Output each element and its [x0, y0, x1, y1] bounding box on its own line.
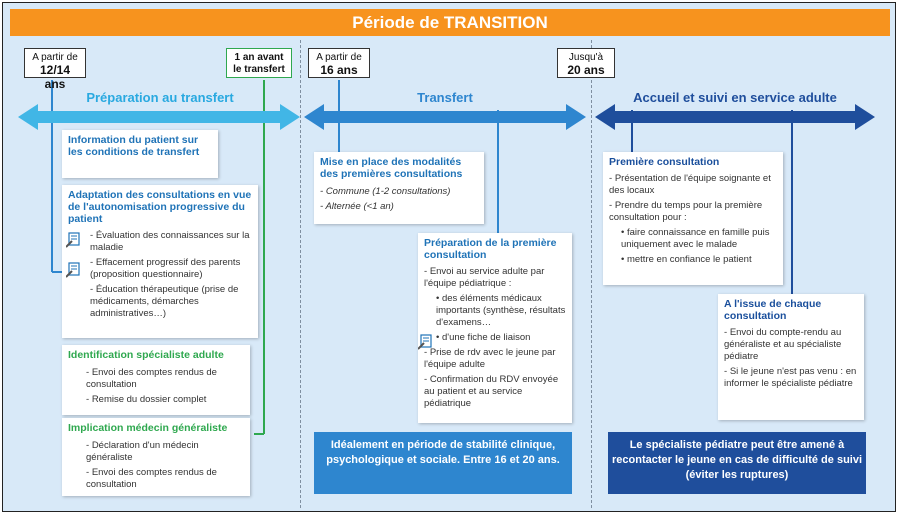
- list-item: ‑ Remise du dossier complet: [86, 394, 207, 405]
- separator-1: [300, 40, 301, 508]
- box-title: Première consultation: [609, 156, 720, 168]
- box-title: Identification spécialiste adulte: [68, 349, 224, 361]
- tag-age: 12/14 ans: [39, 63, 71, 91]
- list-item: ‑ Prendre du temps pour la première cons…: [609, 200, 763, 223]
- tag-line: le transfert: [233, 64, 285, 75]
- list-item: ‑ Commune (1-2 consultations): [320, 186, 451, 197]
- list-item: ‑ Envoi des comptes rendus de consultati…: [86, 467, 217, 490]
- preparation-consultation-box: Préparation de la première consultation …: [418, 233, 572, 423]
- document-pen-icon: [66, 262, 80, 278]
- document-pen-icon: [418, 334, 432, 350]
- arrow-accueil: [595, 104, 875, 130]
- item-text: faire connaissance en famille puis uniqu…: [621, 227, 770, 250]
- implication-box: Implication médecin généraliste ‑ Déclar…: [62, 418, 250, 496]
- list-item: ‑ Confirmation du RDV envoyée au patient…: [424, 374, 559, 409]
- premiere-consultation-box: Première consultation ‑ Présentation de …: [603, 152, 783, 285]
- box-title: Information du patient sur les condition…: [68, 134, 200, 158]
- list-item: • faire connaissance en famille puis uni…: [621, 227, 770, 250]
- list-item: ‑ Alternée (<1 an): [320, 201, 394, 212]
- list-item: ‑ Déclaration d'un médecin généraliste: [86, 440, 199, 463]
- mise-en-place-box: Mise en place des modalités des première…: [314, 152, 484, 224]
- tag-16-ans: A partir de 16 ans: [308, 48, 370, 78]
- tag-age: 20 ans: [567, 63, 605, 77]
- box-title: Préparation de la première consultation: [424, 237, 557, 261]
- item-text: Envoi des comptes rendus de consultation: [86, 367, 217, 390]
- item-text: Commune (1-2 consultations): [325, 186, 451, 197]
- tag-12-14-ans: A partir de 12/14 ans: [24, 48, 86, 90]
- item-text: Effacement progressif des parents (propo…: [90, 257, 241, 280]
- phase-label-preparation: Préparation au transfert: [86, 90, 234, 105]
- tag-line: A partir de: [316, 52, 362, 63]
- tag-line: 1 an avant: [234, 52, 284, 63]
- list-item: • mettre en confiance le patient: [621, 254, 752, 265]
- item-text: mettre en confiance le patient: [626, 254, 752, 265]
- item-text: Si le jeune n'est pas venu : en informer…: [724, 366, 857, 389]
- list-item: ‑ Si le jeune n'est pas venu : en inform…: [724, 366, 857, 389]
- list-item: • des éléments médicaux importants (synt…: [436, 293, 566, 328]
- list-item: ‑ Présentation de l'équipe soignante et …: [609, 173, 771, 196]
- rupture-note-box: Le spécialiste pédiatre peut être amené …: [608, 432, 866, 494]
- box-title: Mise en place des modalités des première…: [320, 156, 463, 180]
- stabilite-note-box: Idéalement en période de stabilité clini…: [314, 432, 572, 494]
- arrow-transfert: [304, 104, 586, 130]
- item-text: Envoi du compte-rendu au généraliste et …: [724, 327, 842, 362]
- item-text: Alternée (<1 an): [325, 201, 394, 212]
- list-item: ‑ Éducation thérapeutique (prise de médi…: [90, 284, 239, 319]
- list-item: ‑ Envoi au service adulte par l'équipe p…: [424, 266, 545, 289]
- phase-label-accueil: Accueil et suivi en service adulte: [633, 90, 837, 105]
- tag-line: A partir de: [32, 52, 78, 63]
- list-item: ‑ Prise de rdv avec le jeune par l'équip…: [424, 347, 556, 370]
- document-pen-icon: [66, 232, 80, 248]
- item-text: Confirmation du RDV envoyée au patient e…: [424, 374, 559, 409]
- tag-age: 16 ans: [320, 63, 358, 77]
- list-item: ‑ Effacement progressif des parents (pro…: [90, 257, 241, 280]
- item-text: Remise du dossier complet: [91, 394, 207, 405]
- item-text: Présentation de l'équipe soignante et de…: [609, 173, 771, 196]
- list-item: ‑ Évaluation des connaissances sur la ma…: [90, 230, 250, 253]
- tag-line: Jusqu'à: [568, 52, 604, 63]
- separator-2: [591, 40, 592, 508]
- item-text: Prise de rdv avec le jeune par l'équipe …: [424, 347, 556, 370]
- issue-consultation-box: A l'issue de chaque consultation ‑ Envoi…: [718, 294, 864, 420]
- tag-20-ans: Jusqu'à 20 ans: [557, 48, 615, 78]
- arrow-preparation: [18, 104, 300, 130]
- list-item: ‑ Envoi du compte-rendu au généraliste e…: [724, 327, 842, 362]
- item-text: Déclaration d'un médecin généraliste: [86, 440, 199, 463]
- item-text: Prendre du temps pour la première consul…: [609, 200, 763, 223]
- item-text: Envoi des comptes rendus de consultation: [86, 467, 217, 490]
- list-item: • d'une fiche de liaison: [436, 332, 531, 343]
- identification-box: Identification spécialiste adulte ‑ Envo…: [62, 345, 250, 415]
- title-bar: Période de TRANSITION: [10, 9, 890, 36]
- info-patient-box: Information du patient sur les condition…: [62, 130, 218, 178]
- box-title: A l'issue de chaque consultation: [724, 298, 822, 322]
- item-text: Envoi au service adulte par l'équipe péd…: [424, 266, 545, 289]
- box-title: Implication médecin généraliste: [68, 422, 228, 434]
- box-title: Adaptation des consultations en vue de l…: [68, 189, 252, 225]
- item-text: des éléments médicaux importants (synthè…: [436, 293, 566, 328]
- list-item: ‑ Envoi des comptes rendus de consultati…: [86, 367, 217, 390]
- phase-label-transfert: Transfert: [417, 90, 473, 105]
- item-text: Éducation thérapeutique (prise de médica…: [90, 284, 239, 319]
- item-text: d'une fiche de liaison: [441, 332, 531, 343]
- tag-1-an-avant: 1 an avant le transfert: [226, 48, 292, 78]
- adaptation-box: Adaptation des consultations en vue de l…: [62, 185, 258, 338]
- item-text: Évaluation des connaissances sur la mala…: [90, 230, 250, 253]
